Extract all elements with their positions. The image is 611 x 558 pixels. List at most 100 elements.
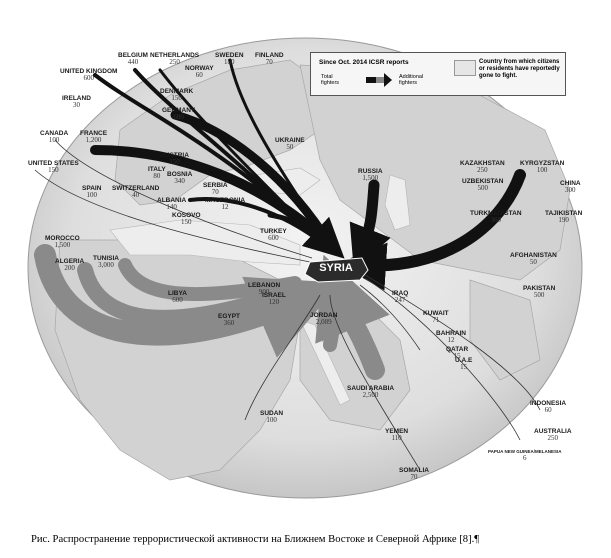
country-value: 100 <box>86 191 97 199</box>
country-value: 70 <box>410 473 418 481</box>
country-name: FINLAND <box>255 52 284 59</box>
country-value: 360 <box>490 216 502 224</box>
country-name: ITALY <box>148 166 166 173</box>
country-value: 60 <box>544 406 552 414</box>
country-name: BAHRAIN <box>436 330 466 337</box>
country-value: 140 <box>166 203 177 211</box>
legend-country-label: Country from which citizens or residents… <box>479 59 560 79</box>
gray-flow-arrows <box>34 244 390 380</box>
country-name: MOROCCO <box>45 235 80 242</box>
country-name: NORWAY <box>185 65 214 72</box>
country-name: SWITZERLAND <box>112 185 160 192</box>
country-value: 110 <box>391 434 402 442</box>
mediterranean-sea <box>109 219 301 266</box>
country-name: AUSTRIA <box>160 152 189 159</box>
country-value: 70 <box>211 188 219 196</box>
country-value: 150 <box>181 218 192 226</box>
country-name: YEMEN <box>385 428 409 435</box>
legend-total-label: Total fighters <box>321 74 340 86</box>
country-value: 100 <box>48 136 60 144</box>
flow-usa <box>34 169 311 263</box>
thin-flow-lines <box>34 139 541 471</box>
country-value: 190 <box>558 216 569 224</box>
country-name: AFGHANISTAN <box>510 252 557 259</box>
country-value: 500 <box>533 291 545 299</box>
country-value: 1,200 <box>85 136 102 144</box>
country-name: ISRAEL <box>262 292 286 299</box>
country-value: 120 <box>268 298 280 306</box>
country-value: 250 <box>169 58 180 66</box>
legend-country-swatch <box>454 60 476 76</box>
country-value: 3,000 <box>98 261 114 269</box>
country-value: 600 <box>268 234 279 242</box>
country-name: ALGERIA <box>55 258 85 265</box>
country-name: LIBYA <box>168 290 187 297</box>
flow-central-asia <box>338 169 526 291</box>
country-value: 80 <box>153 172 161 180</box>
country-value: 30 <box>72 101 80 109</box>
country-value: 1,500 <box>54 241 71 249</box>
country-value: 71 <box>432 316 440 324</box>
country-name: SUDAN <box>260 410 284 417</box>
country-name: GERMANY <box>162 107 196 114</box>
country-name: DENMARK <box>160 88 194 95</box>
country-name: UNITED KINGDOM <box>60 68 118 75</box>
legend-additional-label: Additional fighters <box>399 74 424 86</box>
country-name: SAUDI ARABIA <box>347 385 395 392</box>
legend-arrow-icon <box>366 73 392 87</box>
country-value: 180 <box>224 58 235 66</box>
country-name: TURKEY <box>260 228 287 235</box>
flow-sudan <box>244 294 321 421</box>
country-value: 15 <box>453 352 461 360</box>
black-flow-arrows <box>90 58 526 291</box>
country-name: INDONESIA <box>530 400 567 407</box>
country-name: UZBEKISTAN <box>462 178 504 185</box>
flow-scandinavia <box>228 58 332 247</box>
country-value: 200 <box>64 264 75 272</box>
country-value: 1,500 <box>362 174 379 182</box>
flow-algeria <box>77 262 303 326</box>
syria-label: SYRIA <box>319 262 353 274</box>
country-value: 250 <box>547 434 559 442</box>
flow-balkans <box>188 197 327 247</box>
country-value: 60 <box>195 71 203 79</box>
country-value: 100 <box>266 416 277 424</box>
country-name: ALBANIA <box>157 197 187 204</box>
country-value: 12 <box>221 203 229 211</box>
country-name: NETHERLANDS <box>150 52 200 59</box>
flow-morocco <box>34 244 341 358</box>
country-value: 2,089 <box>315 318 332 326</box>
country-name: PAKISTAN <box>523 285 556 292</box>
country-value: 50 <box>529 258 537 266</box>
country-name: TURKMENISTAN <box>470 210 522 217</box>
